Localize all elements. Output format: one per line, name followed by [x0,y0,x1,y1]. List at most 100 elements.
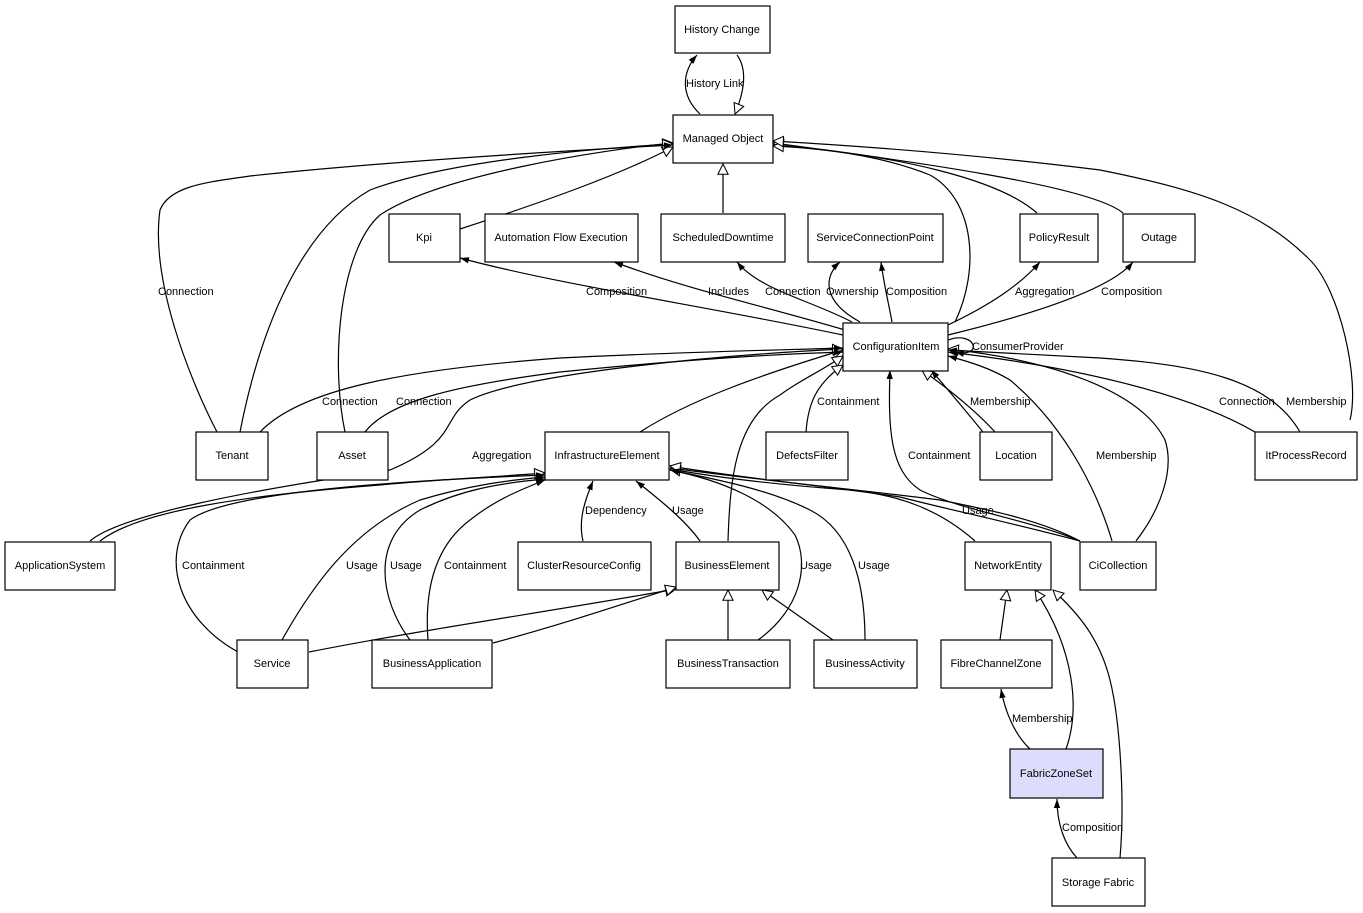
node-outage[interactable]: Outage [1122,213,1196,263]
node-business-element[interactable]: BusinessElement [675,541,780,591]
label-appsys-aggregation: Aggregation [472,450,531,462]
node-business-activity-label: BusinessActivity [825,658,905,670]
label-tenant-mo-connection: Connection [158,286,214,298]
node-kpi[interactable]: Kpi [388,213,461,263]
node-tenant[interactable]: Tenant [195,431,269,481]
node-network-entity-label: NetworkEntity [974,560,1042,572]
node-location[interactable]: Location [979,431,1053,481]
edge-storage-fabric-to-network-entity [1053,590,1123,859]
node-cluster-resource-config[interactable]: ClusterResourceConfig [517,541,652,591]
node-fabric-zone-set[interactable]: FabricZoneSet [1009,748,1104,799]
label-busel-usage: Usage [672,505,704,517]
label-bustx-usage: Usage [800,560,832,572]
edge-configuration-item-to-automation-flow [613,261,846,331]
edge-configuration-item-to-managed-object [773,146,971,323]
edge-managed-object-to-history-change [735,54,744,114]
label-kpi-composition: Composition [586,286,647,298]
node-ci-collection[interactable]: CiCollection [1079,541,1157,591]
edge-defects-filter-to-configuration-item [805,365,843,433]
node-asset-label: Asset [338,450,366,462]
node-automation-flow-execution[interactable]: Automation Flow Execution [484,213,639,263]
node-business-transaction-label: BusinessTransaction [677,658,779,670]
label-outage-composition: Composition [1101,286,1162,298]
edge-infrastructure-element-to-configuration-item [639,350,843,433]
node-fabric-zone-set-label: FabricZoneSet [1020,768,1092,780]
edge-business-activity-usage-to-infrastructure-element [669,468,866,641]
edge-business-application-to-business-element [492,587,676,644]
label-busapp-containment: Containment [444,560,506,572]
edge-configuration-item-self [947,337,974,357]
node-configuration-item-label: ConfigurationItem [853,341,940,353]
node-storage-fabric[interactable]: Storage Fabric [1051,857,1146,907]
node-service[interactable]: Service [236,639,309,689]
edge-asset-to-configuration-item [364,349,844,433]
edge-ci-collection-membership-to-configuration-item [947,355,1113,542]
label-location-membership: Membership [970,396,1031,408]
edge-business-activity-to-business-element [762,590,834,641]
node-application-system-label: ApplicationSystem [15,560,106,572]
label-itpr-connection: Connection [1219,396,1275,408]
node-cluster-resource-config-label: ClusterResourceConfig [527,560,641,572]
label-cicoll-containment: Containment [908,450,970,462]
node-tenant-label: Tenant [215,450,248,462]
node-configuration-item[interactable]: ConfigurationItem [842,322,949,372]
edge-business-application-containment-to-infrastructure-element [426,479,546,641]
edge-storage-fabric-to-fabric-zone-set [1053,798,1078,859]
edge-ci-collection-containment-to-configuration-item [886,369,1081,542]
label-cicoll-membership: Membership [1096,450,1157,462]
node-managed-object[interactable]: Managed Object [672,114,774,164]
edge-location-to-configuration-item [922,370,996,433]
node-policy-result-label: PolicyResult [1029,232,1090,244]
node-service-connection-point-label: ServiceConnectionPoint [816,232,933,244]
edge-asset-to-managed-object [337,143,673,433]
node-it-process-record[interactable]: ItProcessRecord [1254,431,1358,481]
node-history-change[interactable]: History Change [674,5,771,54]
edge-application-system-to-infrastructure-element [99,473,545,542]
edges [89,54,1354,859]
edge-it-process-record-membership-to-configuration-item [947,347,1301,433]
node-service-connection-point[interactable]: ServiceConnectionPoint [807,213,944,263]
edge-tenant-connection-to-managed-object [157,142,674,433]
node-application-system[interactable]: ApplicationSystem [4,541,116,591]
label-defects-containment: Containment [817,396,879,408]
edge-it-process-record-connection-to-configuration-item [947,349,1256,433]
edge-business-application-usage-to-infrastructure-element [384,476,546,641]
node-managed-object-label: Managed Object [683,133,764,145]
label-history-link: History Link [686,78,744,90]
node-location-label: Location [995,450,1037,462]
node-fibre-channel-zone[interactable]: FibreChannelZone [940,639,1053,689]
edge-labels: History Link Connection Composition Incl… [158,78,1347,834]
node-kpi-label: Kpi [416,232,432,244]
label-consumer-provider: ConsumerProvider [972,341,1064,353]
node-outage-label: Outage [1141,232,1177,244]
label-tenant-ci-connection: Connection [322,396,378,408]
nodes: History Change Managed Object Kpi Automa… [4,5,1358,907]
label-downtime-connection: Connection [765,286,821,298]
edge-policy-result-to-managed-object [773,145,1038,214]
node-network-entity[interactable]: NetworkEntity [964,541,1052,591]
label-storage-composition: Composition [1062,822,1123,834]
node-business-application[interactable]: BusinessApplication [371,639,493,689]
node-business-transaction[interactable]: BusinessTransaction [665,639,791,689]
label-policy-aggregation: Aggregation [1015,286,1074,298]
edge-fabric-zone-set-to-fibre-channel-zone [999,688,1031,750]
node-business-application-label: BusinessApplication [383,658,481,670]
node-it-process-record-label: ItProcessRecord [1265,450,1346,462]
node-defects-filter[interactable]: DefectsFilter [765,431,849,481]
node-infrastructure-element-label: InfrastructureElement [554,450,659,462]
node-asset[interactable]: Asset [316,431,389,481]
label-automation-includes: Includes [708,286,749,298]
node-infrastructure-element[interactable]: InfrastructureElement [544,431,670,481]
node-scheduled-downtime[interactable]: ScheduledDowntime [660,213,786,263]
node-automation-flow-execution-label: Automation Flow Execution [494,232,627,244]
node-policy-result[interactable]: PolicyResult [1019,213,1099,263]
edge-tenant-to-configuration-item [259,345,844,433]
label-busapp-usage: Usage [390,560,422,572]
edge-configuration-item-to-kpi [459,257,844,336]
edge-service-to-business-element [308,589,676,653]
edge-it-process-record-to-managed-object [773,141,1354,421]
node-business-activity[interactable]: BusinessActivity [813,639,918,689]
node-defects-filter-label: DefectsFilter [776,450,838,462]
label-fzs-membership: Membership [1012,713,1073,725]
